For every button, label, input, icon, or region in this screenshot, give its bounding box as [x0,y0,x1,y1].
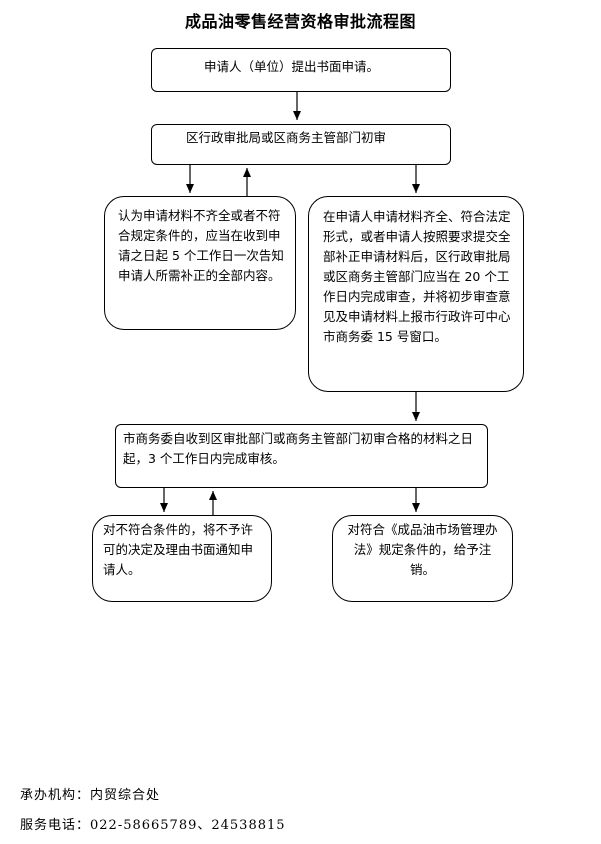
step-district-review-text: 区行政审批局或区商务主管部门初审 [186,130,387,145]
step-incomplete-text: 认为申请材料不齐全或者不符合规定条件的，应当在收到申请之日起 5 个工作日一次告… [118,208,284,283]
page-title: 成品油零售经营资格审批流程图 [184,12,416,31]
step-incomplete-box: 认为申请材料不齐全或者不符合规定条件的，应当在收到申请之日起 5 个工作日一次告… [104,196,296,330]
step-complete-box: 在申请人申请材料齐全、符合法定形式，或者申请人按照要求提交全部补正申请材料后，区… [308,196,524,392]
step-district-review-box: 区行政审批局或区商务主管部门初审 [151,124,451,165]
step-city-review-box: 市商务委自收到区审批部门或商务主管部门初审合格的材料之日起，3 个工作日内完成审… [115,424,488,488]
step-reject-text: 对不符合条件的，将不予许可的决定及理由书面通知申请人。 [103,522,254,577]
step-cancel-text: 对符合《成品油市场管理办法》规定条件的，给予注销。 [347,522,498,577]
step-city-review-text: 市商务委自收到区审批部门或商务主管部门初审合格的材料之日起，3 个工作日内完成审… [123,431,474,466]
step-complete-text: 在申请人申请材料齐全、符合法定形式，或者申请人按照要求提交全部补正申请材料后，区… [323,209,511,344]
step-apply-box: 申请人（单位）提出书面申请。 [151,48,451,92]
step-apply-text: 申请人（单位）提出书面申请。 [204,59,380,74]
footer-phone: 服务电话：022-58665789、24538815 [20,818,286,833]
step-cancel-box: 对符合《成品油市场管理办法》规定条件的，给予注销。 [332,515,513,602]
step-reject-box: 对不符合条件的，将不予许可的决定及理由书面通知申请人。 [92,515,272,602]
footer-agency: 承办机构：内贸综合处 [20,788,161,803]
